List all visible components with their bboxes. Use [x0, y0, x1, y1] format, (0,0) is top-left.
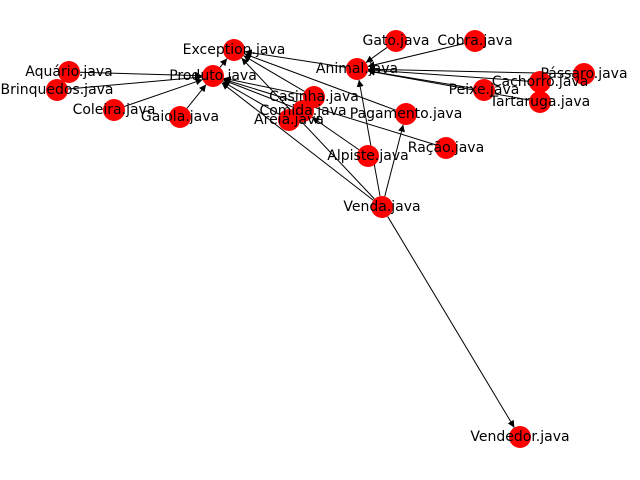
node-brinquedos[interactable]	[46, 79, 68, 101]
edge-gaiola-to-produto	[186, 84, 207, 109]
edges-layer	[67, 43, 574, 428]
edge-cobra-to-animal	[367, 43, 465, 69]
node-coleira[interactable]	[103, 99, 125, 121]
edge-animal-to-exception	[244, 49, 347, 68]
node-label-cachorro: Cachorro.java	[492, 74, 589, 90]
edge-coleira-to-produto	[124, 78, 203, 107]
edge-comida-to-produto	[223, 79, 293, 108]
node-label-vendedor: Vendedor.java	[470, 429, 569, 445]
node-label-gaiola: Gaiola.java	[141, 109, 219, 125]
node-label-aquario: Aquário.java	[25, 64, 112, 80]
node-label-passaro: Pássaro.java	[540, 66, 627, 82]
node-label-coleira: Coleira.java	[73, 102, 156, 118]
node-label-casinha: Casinha.java	[269, 89, 359, 105]
edge-alpiste-to-comida	[311, 116, 360, 151]
node-label-tartaruga: Tartaruga.java	[489, 94, 591, 110]
edge-racao-to-produto	[223, 77, 436, 146]
node-gaiola[interactable]	[169, 106, 191, 128]
edge-areia-to-produto	[222, 81, 280, 115]
edge-venda-to-vendedor	[387, 216, 515, 428]
node-exception[interactable]	[223, 39, 245, 61]
node-aquario[interactable]	[58, 61, 80, 83]
node-produto[interactable]	[202, 65, 224, 87]
node-venda[interactable]	[371, 196, 393, 218]
node-gato[interactable]	[385, 30, 407, 52]
node-areia[interactable]	[278, 109, 300, 131]
node-label-animal: Animal.java	[316, 61, 398, 77]
node-label-gato: Gato.java	[362, 33, 429, 49]
node-label-pagamento: Pagamento.java	[350, 106, 463, 122]
edge-gato-to-animal	[365, 47, 388, 63]
node-label-racao: Ração.java	[408, 140, 484, 156]
edge-tartaruga-to-animal	[367, 68, 530, 101]
node-cobra[interactable]	[464, 30, 486, 52]
node-animal[interactable]	[346, 58, 368, 80]
edge-venda-to-pagamento	[384, 124, 405, 197]
node-label-exception: Exception.java	[183, 42, 286, 58]
node-vendedor[interactable]	[509, 426, 531, 448]
node-peixe[interactable]	[473, 79, 495, 101]
edge-venda-to-animal	[356, 79, 381, 197]
edge-venda-to-produto	[221, 82, 374, 201]
node-label-areia: Areia.java	[254, 112, 324, 128]
node-racao[interactable]	[435, 137, 457, 159]
nodes-layer	[46, 30, 595, 448]
node-label-venda: Venda.java	[343, 199, 420, 215]
edge-venda-to-exception	[241, 57, 375, 200]
edge-pagamento-to-exception	[244, 52, 396, 111]
node-alpiste[interactable]	[357, 145, 379, 167]
node-label-brinquedos: Brinquedos.java	[0, 82, 113, 98]
node-label-peixe: Peixe.java	[449, 82, 520, 98]
node-tartaruga[interactable]	[529, 91, 551, 113]
node-pagamento[interactable]	[395, 103, 417, 125]
edge-produto-to-exception	[219, 58, 228, 68]
node-label-produto: Produto.java	[169, 68, 257, 84]
edge-cachorro-to-animal	[367, 66, 530, 82]
edge-brinquedos-to-produto	[67, 74, 203, 90]
node-cachorro[interactable]	[529, 71, 551, 93]
node-passaro[interactable]	[573, 63, 595, 85]
node-label-alpiste: Alpiste.java	[327, 148, 408, 164]
edge-casinha-to-exception	[243, 55, 305, 92]
node-label-cobra: Cobra.java	[437, 33, 512, 49]
edge-aquario-to-produto	[79, 71, 203, 79]
node-label-comida: Comida.java	[259, 103, 346, 119]
edge-casinha-to-produto	[223, 76, 304, 96]
